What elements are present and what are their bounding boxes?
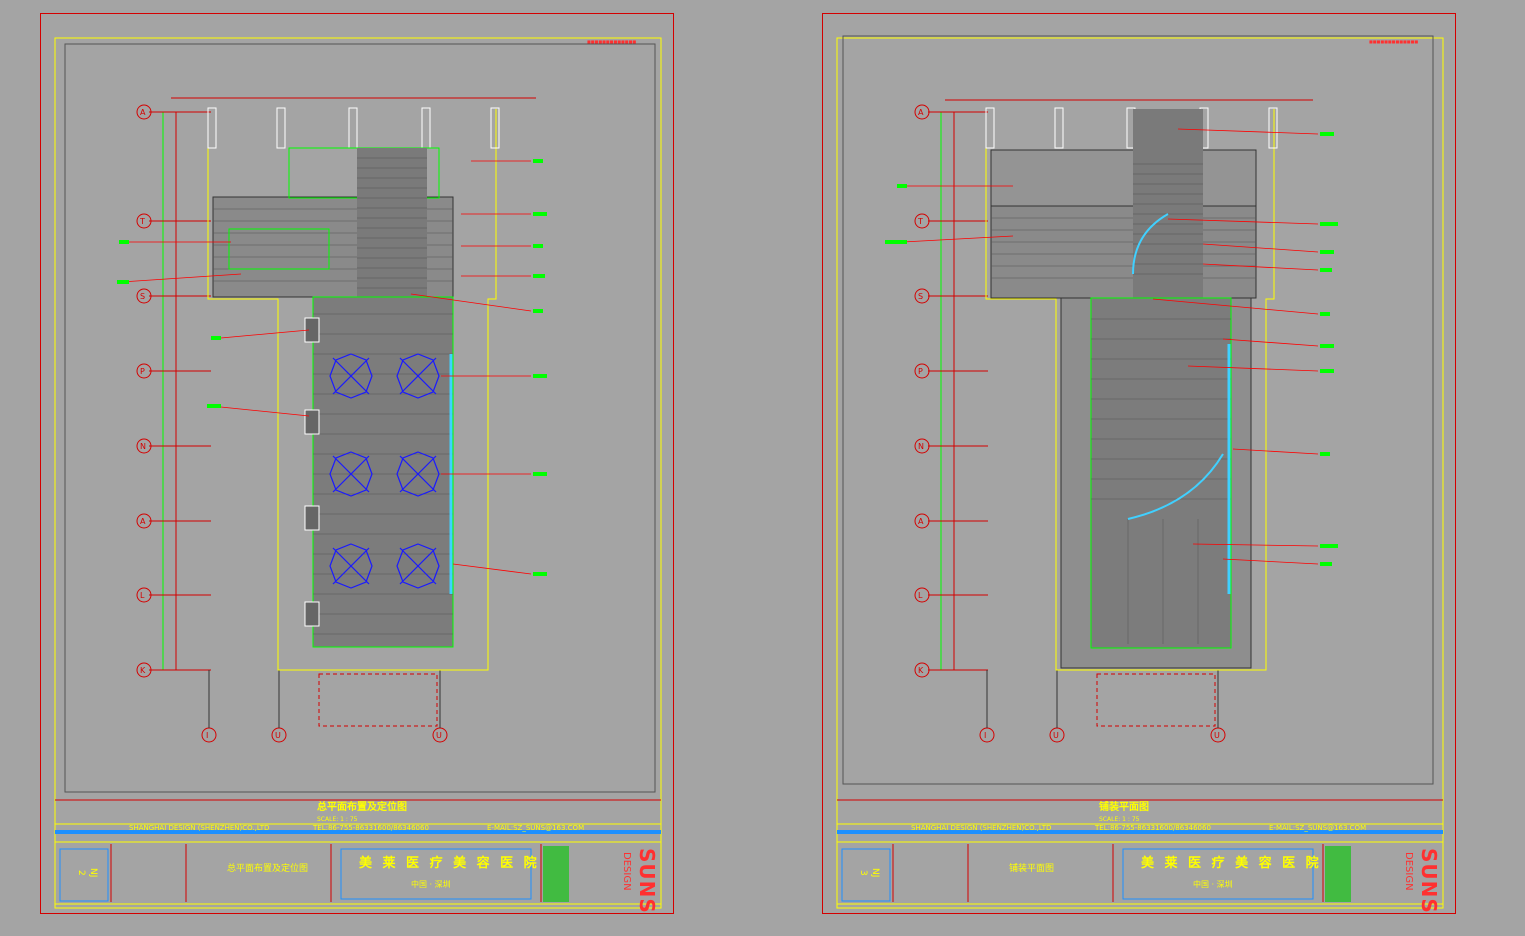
grid-label-row: A [140,517,146,526]
sheet-code: NJ [870,868,880,878]
grid-label-row: P [140,367,145,376]
drawing-sheet-1: ■■■■■■■■■■■■■ A T S P N A L K I U U 总平面布… [40,13,674,914]
copyright-note: ■■■■■■■■■■■■■ [587,39,637,44]
grid-label-row: K [918,666,924,675]
grid-label-row: K [140,666,146,675]
sheet-code: NJ [88,868,98,878]
company-tel: TEL:86-755-86331600/86346060 [313,824,429,832]
sheet-number: 2 [76,870,86,876]
company-email: E-MAIL:SZ_SUNS@163.COM [487,824,585,832]
brand-logo: SUNS [635,848,659,914]
titleblock-drawing-title: 总平面布置及定位图 [227,864,309,874]
company-tel: TEL:86-755-86331600/86346060 [1095,824,1211,832]
grid-label-row: P [918,367,923,376]
grid-label-row: L [918,591,923,600]
grid-label-row: S [140,292,146,301]
scale-label: SCALE: 1 : 75 [317,816,358,823]
grid-label-row: T [918,217,923,226]
sheet-title: 总平面布置及定位图 [317,802,407,813]
project-location: 中国 · 深圳 [1193,880,1233,889]
grid-label-row: L [140,591,145,600]
grid-label-row: N [140,442,146,451]
drawing-sheet-2: ■■■■■■■■■■■■■ A T S P N A L K I U U 铺装平面… [822,13,1456,914]
sheet-number: 3 [858,870,868,876]
titleblock-drawing-title: 铺装平面图 [1009,864,1055,874]
grid-label-col: U [275,731,281,740]
copyright-note: ■■■■■■■■■■■■■ [1369,39,1419,44]
grid-label-col: I [984,731,987,740]
floor-plan-drawing [54,37,662,909]
company-email: E-MAIL:SZ_SUNS@163.COM [1269,824,1367,832]
grid-label-col: I [206,731,209,740]
grid-label-col: U [1214,731,1220,740]
brand-logo-sub: DESIGN [621,852,632,891]
company-name: SHANGHAI DESIGN (SHENZHEN)CO.,LTD [911,824,1052,832]
grid-label-row: A [918,108,924,117]
grid-label-row: S [918,292,924,301]
company-name: SHANGHAI DESIGN (SHENZHEN)CO.,LTD [129,824,270,832]
project-location: 中国 · 深圳 [411,880,451,889]
grid-label-row: T [140,217,145,226]
grid-label-col: U [1053,731,1059,740]
sheet-title: 铺装平面图 [1099,802,1149,813]
grid-label-row: A [918,517,924,526]
scale-label: SCALE: 1 : 75 [1099,816,1140,823]
grid-label-col: U [436,731,442,740]
project-name: 美 莱 医 疗 美 容 医 院 [1141,856,1322,871]
grid-label-row: N [918,442,924,451]
brand-logo: SUNS [1417,848,1441,914]
brand-logo-sub: DESIGN [1403,852,1414,891]
grid-label-row: A [140,108,146,117]
paving-plan-drawing [836,35,1444,909]
project-name: 美 莱 医 疗 美 容 医 院 [359,856,540,871]
